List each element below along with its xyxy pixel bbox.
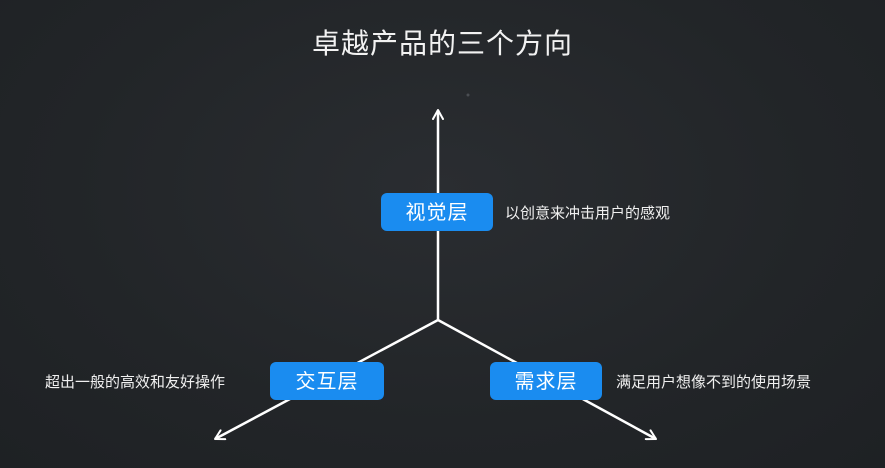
visual-layer-label: 视觉层 xyxy=(405,200,469,224)
page-title: 卓越产品的三个方向 xyxy=(311,27,573,60)
faint-dot xyxy=(466,93,470,97)
interaction-layer-label: 交互层 xyxy=(295,369,359,393)
visual-layer-description: 以创意来冲击用户的感观 xyxy=(505,204,671,222)
demand-layer-label: 需求层 xyxy=(514,369,578,393)
visual-layer-node[interactable]: 视觉层 xyxy=(381,193,493,231)
demand-layer-node[interactable]: 需求层 xyxy=(490,362,602,400)
interaction-layer-description: 超出一般的高效和友好操作 xyxy=(45,373,226,391)
interaction-layer-node[interactable]: 交互层 xyxy=(270,362,384,400)
demand-layer-description: 满足用户想像不到的使用场景 xyxy=(616,373,812,391)
